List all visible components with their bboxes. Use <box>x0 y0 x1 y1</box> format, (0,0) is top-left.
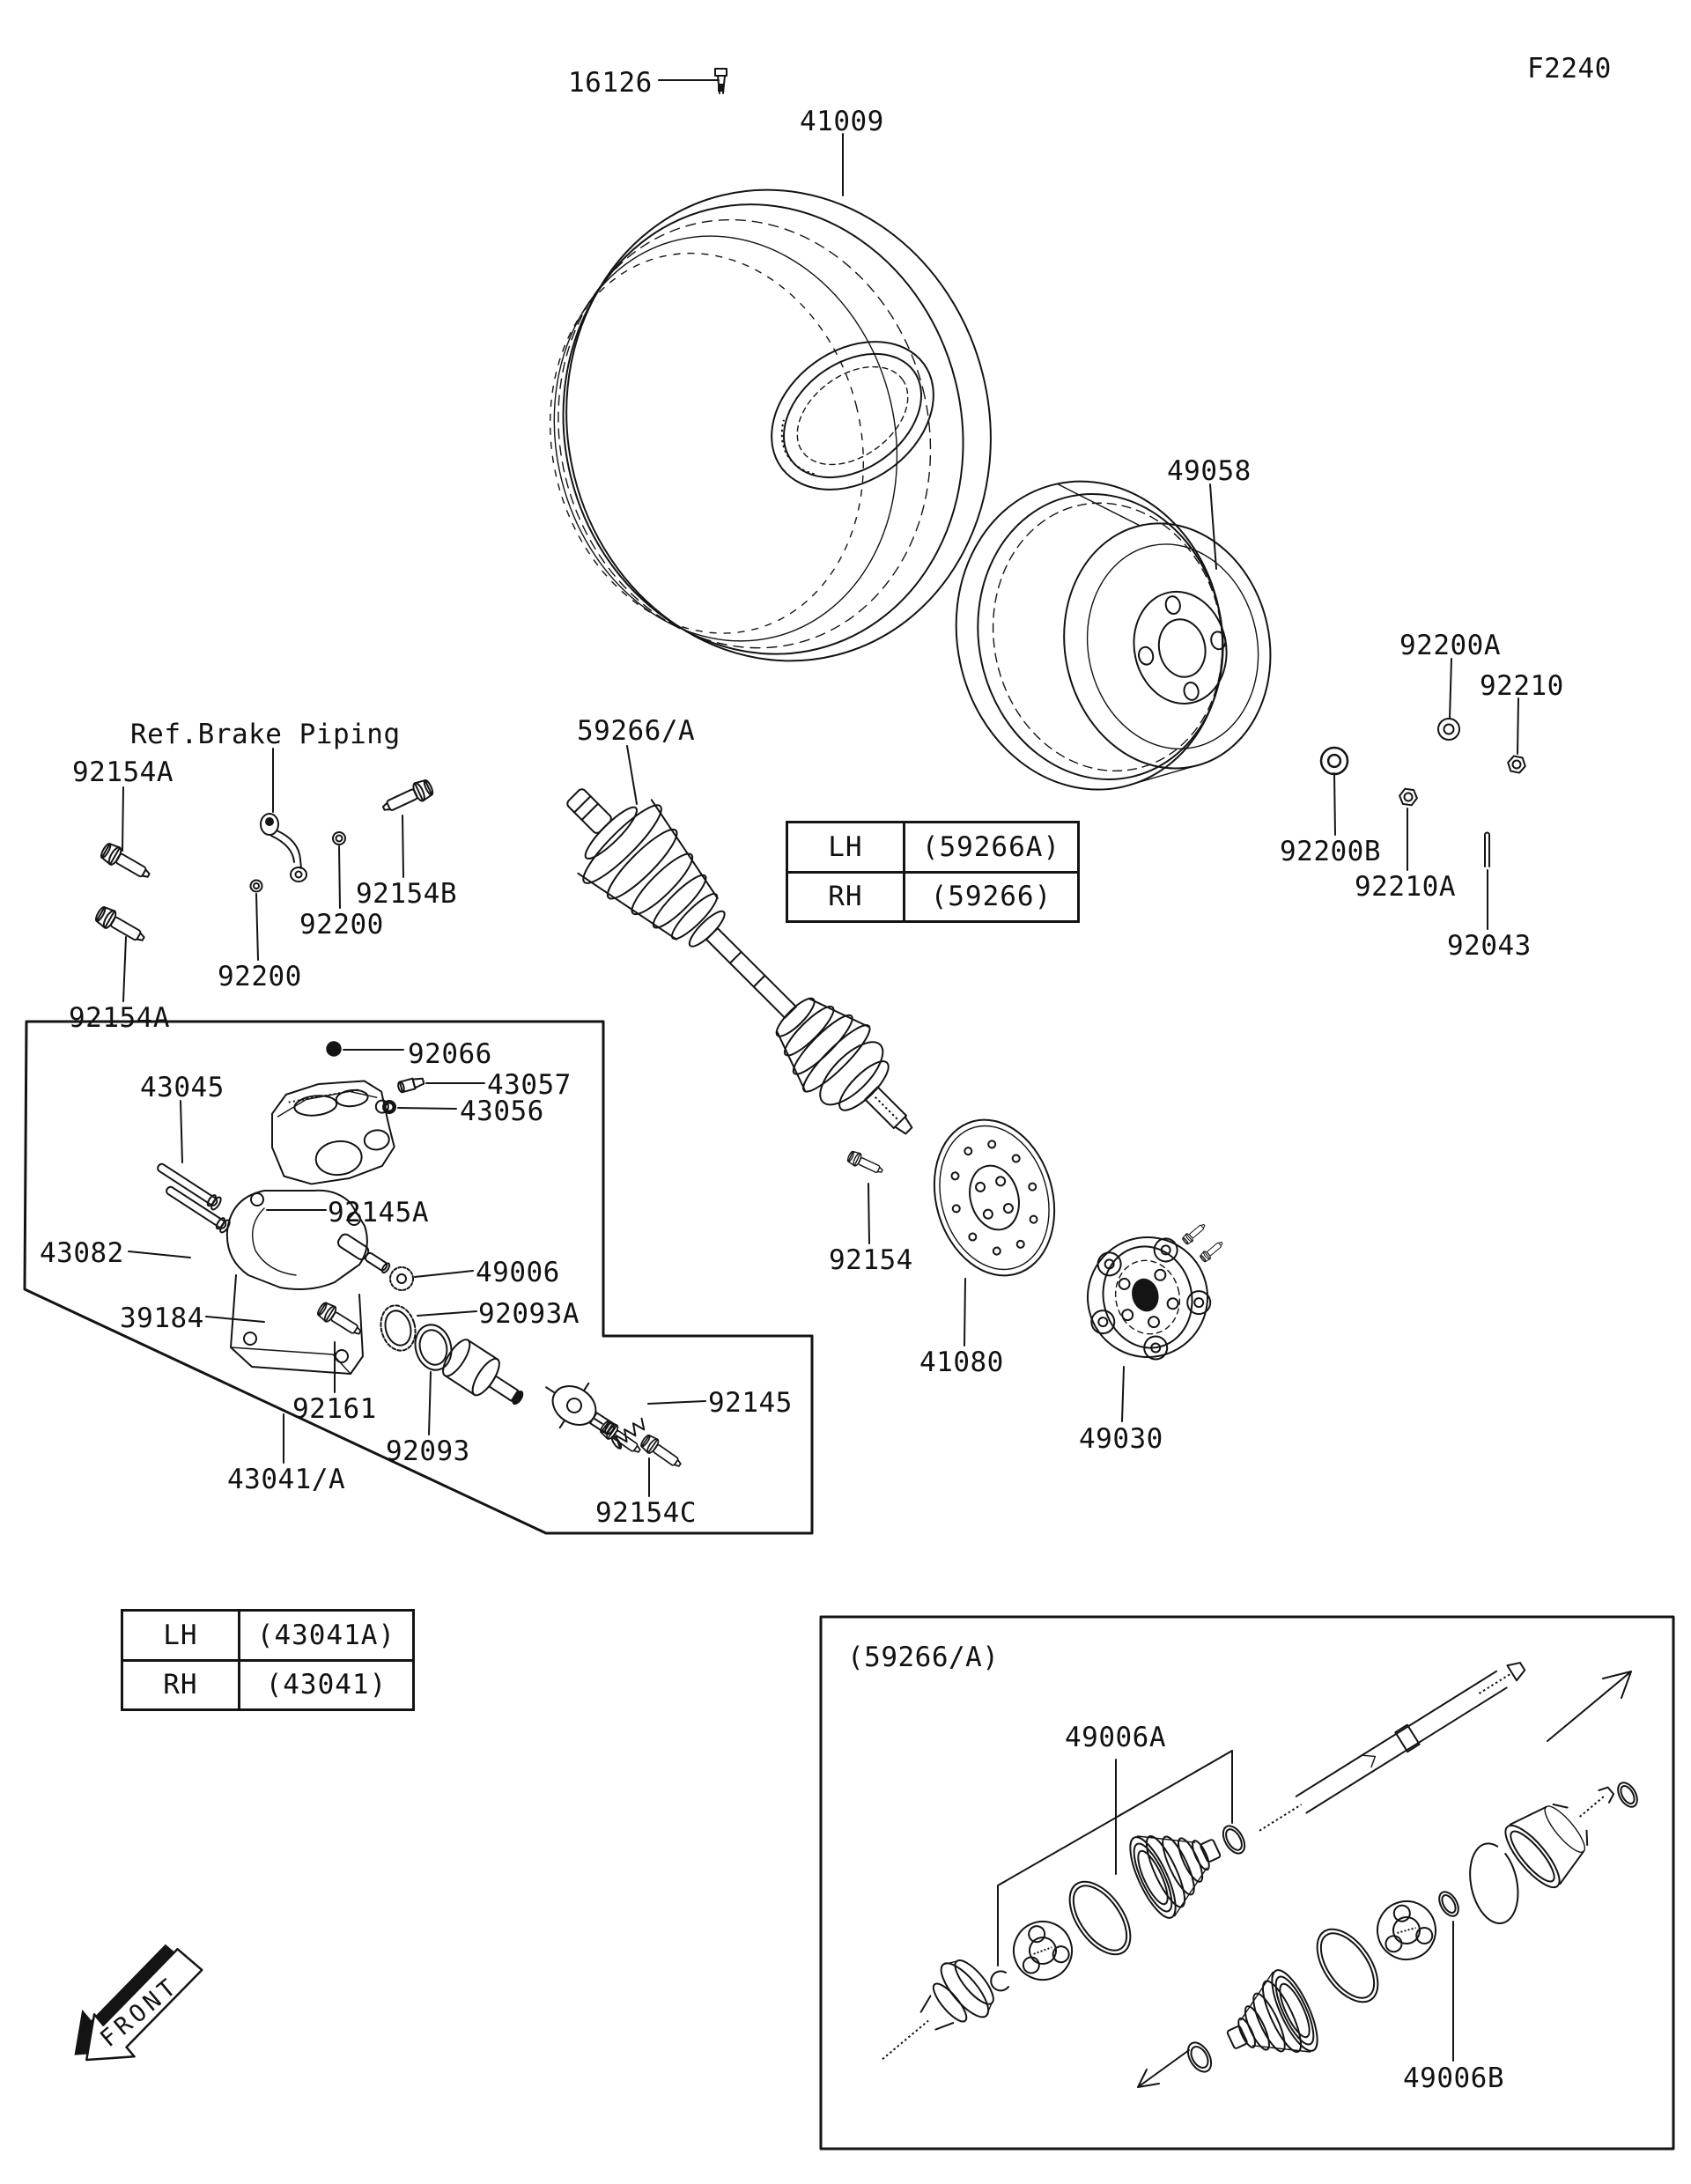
part-label-92154b: 92154B <box>356 878 457 910</box>
part-label-92210a: 92210A <box>1355 871 1456 903</box>
bolt-92154a-top-icon <box>98 839 155 885</box>
part-label-92161: 92161 <box>292 1393 377 1425</box>
pad-holder-drawing <box>545 1382 616 1435</box>
oring-92093a-icon <box>380 1304 417 1352</box>
table-row: RH (43041) <box>123 1658 412 1708</box>
nut-92210a-icon <box>1397 786 1420 808</box>
part-label-92043: 92043 <box>1447 930 1532 962</box>
part-label-92200a: 92200A <box>1399 630 1501 661</box>
table-cell-part: (59266A) <box>921 830 1061 863</box>
brake-caliper-drawing <box>270 1080 395 1185</box>
caliper-group-box <box>23 1020 814 1535</box>
page-code: F2240 <box>1527 53 1612 85</box>
ring-92200-icon-2 <box>249 879 263 893</box>
seal-49006-icon <box>389 1266 414 1291</box>
hub-drawing <box>1087 1221 1226 1361</box>
part-label-16126: 16126 <box>568 67 653 99</box>
part-label-41009: 41009 <box>800 106 884 137</box>
table-cell-side: RH <box>123 1661 240 1708</box>
table-cell-part: (43041) <box>265 1669 388 1701</box>
part-label-92200-a: 92200 <box>299 909 384 941</box>
part-label-39184: 39184 <box>120 1302 204 1334</box>
tire-drawing <box>549 188 992 662</box>
bolt-92154b-icon <box>379 777 436 818</box>
table-cell-side: RH <box>788 873 905 920</box>
table-cell-side: LH <box>788 823 905 871</box>
part-label-92145a: 92145A <box>328 1197 429 1228</box>
bleeder-43057-icon <box>397 1077 425 1094</box>
inset-axle-drawing <box>882 1662 1638 2088</box>
table-row: LH (59266A) <box>788 823 1077 871</box>
bolt-92154c-icon-2 <box>638 1432 686 1473</box>
caliper-part-table: LH (43041A) RH (43041) <box>121 1609 415 1711</box>
part-label-49006b: 49006B <box>1403 2062 1504 2094</box>
inset-title: (59266/A) <box>847 1642 1000 1673</box>
ref-brake-piping-note: Ref.Brake Piping <box>130 719 401 750</box>
table-row: LH (43041A) <box>123 1612 412 1659</box>
part-label-43045: 43045 <box>140 1072 225 1103</box>
part-label-92154a-bottom: 92154A <box>69 1002 170 1034</box>
nut-92066-icon <box>327 1042 341 1056</box>
axle-inset-box <box>819 1615 1675 2151</box>
part-label-92210: 92210 <box>1480 670 1564 702</box>
part-label-59266: 59266/A <box>577 715 696 747</box>
table-cell-side: LH <box>123 1612 240 1659</box>
part-label-49058: 49058 <box>1167 455 1252 487</box>
part-label-92154c: 92154C <box>595 1497 697 1529</box>
direction-arrow-top <box>1547 1671 1632 1742</box>
washer-92200b-icon <box>1319 746 1349 776</box>
bolt-92161-icon <box>314 1299 366 1341</box>
part-label-92145: 92145 <box>708 1387 793 1419</box>
wheel-rim-drawing <box>955 480 1272 791</box>
part-label-43082: 43082 <box>40 1237 124 1269</box>
direction-arrow-bottom <box>1137 2049 1190 2088</box>
brake-hose-drawing <box>260 813 307 882</box>
ring-92093-icon <box>414 1324 453 1371</box>
bolt-92154-icon <box>845 1148 886 1178</box>
piston-drawing <box>442 1339 524 1406</box>
part-label-92154a-top: 92154A <box>72 756 174 788</box>
part-label-43057: 43057 <box>487 1069 572 1101</box>
front-arrow: FRONT <box>74 1944 203 2062</box>
part-label-92093: 92093 <box>386 1435 470 1467</box>
leader-lines <box>122 79 1519 2062</box>
part-label-43056: 43056 <box>460 1096 544 1127</box>
table-cell-part: (59266) <box>930 881 1052 913</box>
ring-92200-icon <box>332 831 346 845</box>
part-label-49030: 49030 <box>1079 1423 1163 1455</box>
bolt-92154a-bottom-icon <box>92 903 150 948</box>
part-label-92066: 92066 <box>408 1038 492 1070</box>
axle-drawing <box>566 788 913 1135</box>
part-label-49006: 49006 <box>476 1257 560 1288</box>
part-label-92154: 92154 <box>829 1244 913 1276</box>
washer-92200a-icon <box>1437 718 1460 741</box>
part-label-92093a: 92093A <box>478 1298 580 1330</box>
part-label-43041: 43041/A <box>227 1464 346 1495</box>
axle-part-table: LH (59266A) RH (59266) <box>786 821 1080 923</box>
brake-disc-drawing <box>933 1118 1056 1277</box>
part-label-49006a: 49006A <box>1065 1722 1166 1753</box>
part-label-92200-b: 92200 <box>218 961 302 992</box>
caliper-bracket-drawing <box>153 1159 391 1375</box>
nut-92210-icon <box>1505 754 1528 775</box>
part-label-92200b: 92200B <box>1280 836 1381 867</box>
clip-icon <box>990 1970 1009 1992</box>
cotter-pin-icon <box>1484 831 1490 867</box>
valve-stem-icon <box>714 68 727 94</box>
part-label-41080: 41080 <box>919 1347 1004 1378</box>
table-cell-part: (43041A) <box>256 1619 396 1651</box>
table-row: RH (59266) <box>788 870 1077 920</box>
